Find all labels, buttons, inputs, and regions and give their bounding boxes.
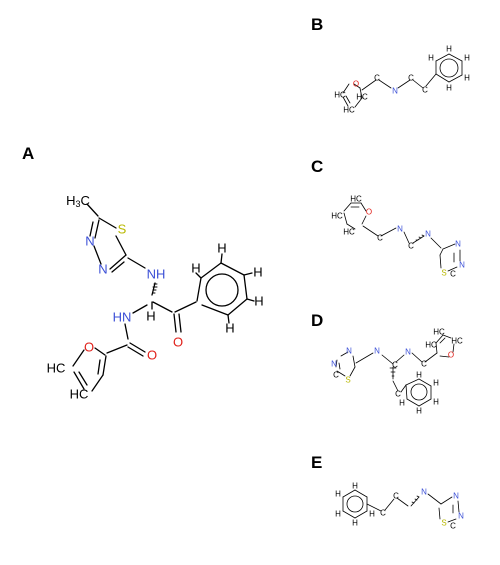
molecule-c-atom-o: O bbox=[366, 208, 372, 217]
molecule-a-atom-ph-h5: H bbox=[225, 321, 234, 336]
molecule-d-atom-c2: C bbox=[421, 360, 427, 369]
molecule-c-atom-c1: C bbox=[377, 234, 383, 243]
molecule-b-atom-ph-h3: H bbox=[464, 74, 470, 83]
molecule-b-atom-hc3: HC bbox=[356, 93, 368, 102]
molecule-d-atom-ph-h5: H bbox=[399, 399, 405, 408]
molecule-d-atom-hc2: HC bbox=[451, 337, 463, 346]
molecule-a-atom-o-amide: O bbox=[147, 348, 157, 363]
molecule-e-atom-ph-h4: H bbox=[352, 519, 358, 528]
molecule-e-stereo-wedge bbox=[411, 495, 420, 504]
molecule-a-atom-ch3: H3C bbox=[66, 193, 90, 210]
molecule-c: O HC HC HC C N C N N N S C bbox=[331, 195, 465, 279]
molecule-e-atom-c2: C bbox=[393, 492, 399, 501]
molecule-e-atom-tc: C bbox=[450, 522, 456, 531]
molecule-d-atom-n1: N bbox=[374, 347, 380, 356]
molecule-c-atom-c2: C bbox=[408, 242, 414, 251]
molecule-b-atom-c2: C bbox=[408, 74, 414, 83]
molecule-e-atom-ph-h1: H bbox=[352, 482, 358, 491]
molecule-a: H3C S N N NH HN H O O O HC HC H H H H H bbox=[47, 193, 264, 402]
molecule-e-bonds bbox=[342, 489, 460, 523]
molecule-c-atom-hc1: HC bbox=[350, 195, 362, 204]
molecule-d-stereo-wedge bbox=[389, 367, 397, 377]
molecule-b-atom-c3: C bbox=[422, 86, 428, 95]
molecule-a-atom-ph-h2: H bbox=[217, 241, 226, 256]
molecule-d-atom-c1: C bbox=[392, 361, 398, 370]
molecule-e-atom-s: S bbox=[441, 519, 446, 528]
panel-label-a: A bbox=[22, 144, 34, 163]
molecule-e-atom-tn2: N bbox=[458, 512, 464, 521]
molecule-a-atom-h-chiral: H bbox=[146, 309, 155, 324]
molecule-a-atom-ph-h1: H bbox=[191, 261, 200, 276]
molecule-c-atom-n2: N bbox=[425, 230, 431, 239]
molecule-d-atom-tn2: N bbox=[331, 360, 337, 369]
molecule-c-atom-tc: C bbox=[450, 270, 456, 279]
molecule-a-atom-n2: N bbox=[98, 262, 107, 277]
molecule-b-atom-c1: C bbox=[374, 74, 380, 83]
molecule-e-atom-ph-h2: H bbox=[335, 490, 341, 499]
molecule-d-atom-c3: C bbox=[395, 390, 401, 399]
panel-label-c: C bbox=[311, 157, 323, 176]
molecule-d-atom-o: O bbox=[448, 351, 454, 360]
molecule-e-atom-ph-h3: H bbox=[335, 510, 341, 519]
molecule-a-atom-hn: HN bbox=[113, 310, 132, 325]
molecule-c-atom-hc2: HC bbox=[331, 212, 343, 221]
molecule-e-atom-n: N bbox=[421, 488, 427, 497]
molecule-d-atom-ph-h1: H bbox=[416, 371, 422, 380]
molecule-c-atom-n1: N bbox=[397, 225, 403, 234]
molecule-d-atom-hc1: HC bbox=[433, 328, 445, 337]
molecule-d-atom-ph-h4: H bbox=[416, 407, 422, 416]
molecule-b-atom-ph-h2: H bbox=[464, 54, 470, 63]
molecule-b-atom-ph-h4: H bbox=[446, 84, 452, 93]
panel-label-e: E bbox=[311, 453, 322, 472]
molecule-c-atom-tn2: N bbox=[459, 261, 465, 270]
molecule-b-bonds bbox=[342, 53, 463, 108]
molecule-c-atom-hc3: HC bbox=[343, 228, 355, 237]
molecule-a-atom-hc1: HC bbox=[47, 361, 66, 376]
molecule-d-atom-ph-h2: H bbox=[433, 379, 439, 388]
molecule-d-atom-tc: C bbox=[333, 371, 339, 380]
molecule-b-atom-o: O bbox=[353, 80, 359, 89]
molecule-b-atom-ph-h1: H bbox=[446, 45, 452, 54]
molecule-b-atom-hc2: HC bbox=[343, 106, 355, 115]
molecule-d-atom-tn1: N bbox=[346, 347, 352, 356]
molecule-c-bonds bbox=[343, 202, 461, 272]
panel-label-b: B bbox=[311, 15, 323, 34]
molecule-a-atom-o-furan: O bbox=[84, 340, 94, 355]
molecule-a-atom-hc2: HC bbox=[70, 387, 89, 402]
molecule-c-stereo-wedge bbox=[415, 234, 425, 241]
molecule-a-stereo-wedge bbox=[152, 283, 158, 294]
molecule-d-atom-n2: N bbox=[405, 348, 411, 357]
molecule-b-atom-n: N bbox=[392, 87, 398, 96]
molecule-e-atom-tn1: N bbox=[453, 492, 459, 501]
molecule-c-atom-tn1: N bbox=[455, 240, 461, 249]
molecule-b-atom-ph-h5: H bbox=[428, 54, 434, 63]
panel-label-d: D bbox=[311, 311, 323, 330]
molecule-e-atom-ph-h5: H bbox=[369, 510, 375, 519]
molecule-c-atom-s: S bbox=[441, 269, 446, 278]
molecule-a-atom-s: S bbox=[118, 222, 127, 237]
molecule-d-atom-hc3: HC bbox=[425, 341, 437, 350]
molecule-a-atom-ph-h4: H bbox=[254, 294, 263, 309]
molecule-d-atom-s: S bbox=[345, 376, 350, 385]
molecule-e: H H H H H C C N N N S C bbox=[335, 482, 464, 531]
molecule-a-atom-n1: N bbox=[85, 234, 94, 249]
molecule-d: N N C S N C N C C O HC HC HC H H H H H bbox=[331, 328, 463, 416]
molecule-a-atom-nh: NH bbox=[147, 267, 166, 282]
molecule-a-bonds bbox=[72, 203, 255, 392]
molecule-a-atom-o-ketone: O bbox=[173, 335, 183, 350]
molecule-e-atom-c1: C bbox=[380, 509, 386, 518]
molecule-a-atom-ph-h3: H bbox=[253, 265, 262, 280]
molecule-d-atom-ph-h3: H bbox=[433, 398, 439, 407]
molecule-b: O C N C C HC HC HC H H H H H bbox=[334, 45, 470, 115]
molecule-b-atom-hc1: HC bbox=[334, 91, 346, 100]
molecule-d-bonds bbox=[335, 334, 455, 407]
